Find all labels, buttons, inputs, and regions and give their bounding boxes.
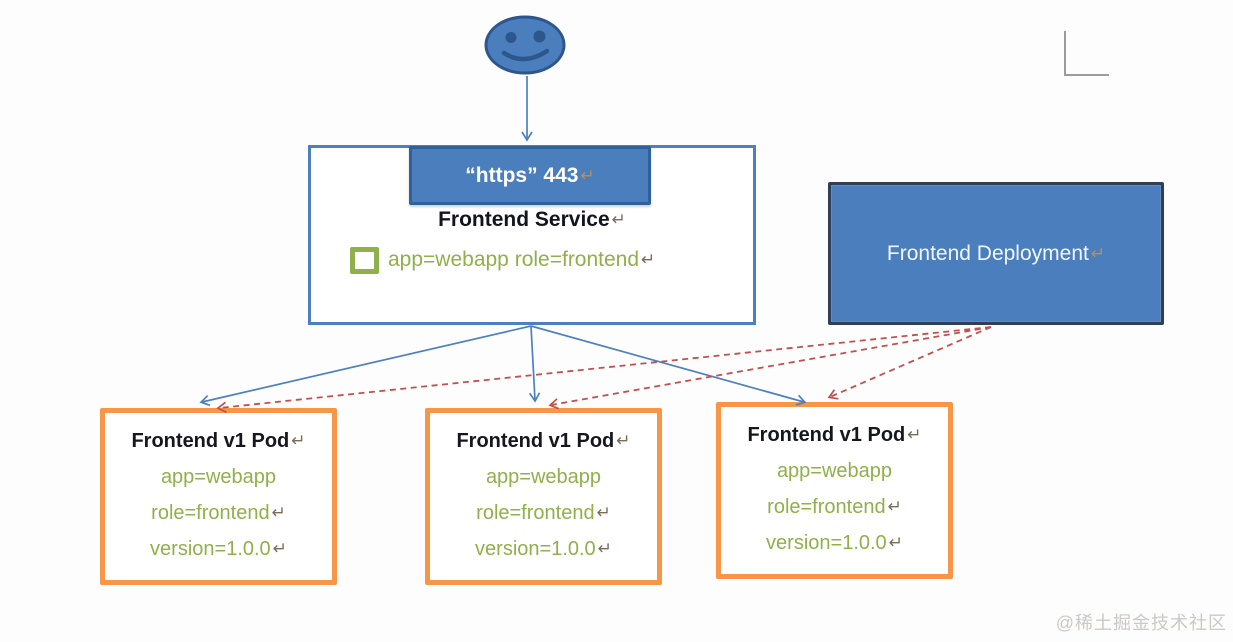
paragraph-mark: ↵ [616,431,631,450]
paragraph-mark: ↵ [1090,243,1106,263]
deployment-to-pod1-arrow [216,326,992,414]
pod-label-text: version=1.0.0 [475,538,596,560]
pod-title: Frontend v1 Pod↵ [105,430,332,453]
deployment-to-pod2-arrow [548,326,992,410]
service-selector-row: app=webapp role=frontend↵ [350,245,792,275]
paragraph-mark: ↵ [907,425,922,444]
paragraph-mark: ↵ [291,431,306,450]
pod-box-2: Frontend v1 Pod↵ app=webapp role=fronten… [425,408,662,585]
paragraph-mark: ↵ [887,497,902,516]
pod-title: Frontend v1 Pod↵ [430,430,657,453]
pod-label-text: app=webapp [776,460,893,482]
paragraph-mark: ↵ [272,539,287,558]
pod-box-3: Frontend v1 Pod↵ app=webapp role=fronten… [716,402,953,579]
paragraph-mark: ↵ [641,250,656,269]
pod-box-1: Frontend v1 Pod↵ app=webapp role=fronten… [100,408,337,585]
service-to-pod3-arrow [530,325,807,406]
pod-label-role: role=frontend↵ [721,496,948,519]
paragraph-mark: ↵ [271,503,286,522]
frontend-service-box: “https” 443↵ Frontend Service↵ app=webap… [308,145,756,325]
paragraph-mark: ↵ [611,210,626,229]
service-to-pod1-arrow [199,325,532,407]
pod-label-version: version=1.0.0↵ [721,532,948,555]
pod-label-role: role=frontend↵ [105,502,332,525]
service-port-label: “https” 443↵ [409,146,651,205]
service-to-pod2-arrow [528,325,541,403]
paragraph-mark: ↵ [596,503,611,522]
pod-label-app: app=webapp [430,466,657,489]
pod-label-app: app=webapp [721,460,948,483]
frontend-deployment-box: Frontend Deployment↵ [828,182,1164,325]
pod-label-text: app=webapp [160,466,277,488]
pod-label-version: version=1.0.0↵ [105,538,332,561]
pod-label-text: version=1.0.0 [150,538,271,560]
pod-title: Frontend v1 Pod↵ [721,424,948,447]
pod-label-text: role=frontend [767,496,886,518]
pod-label-text: version=1.0.0 [766,532,887,554]
pod-label-text: role=frontend [476,502,595,524]
pod-label-version: version=1.0.0↵ [430,538,657,561]
watermark: @稀土掘金技术社区 [1055,613,1227,633]
user-smiley-icon [484,15,566,75]
page-corner-mark [1064,31,1109,76]
paragraph-mark: ↵ [597,539,612,558]
pod-title-text: Frontend v1 Pod [747,424,906,446]
deployment-title-text: Frontend Deployment [886,241,1089,265]
pod-label-app: app=webapp [105,466,332,489]
pod-title-text: Frontend v1 Pod [456,430,615,452]
selector-square-icon [350,246,379,274]
paragraph-mark: ↵ [888,533,903,552]
service-selector-text: app=webapp role=frontend [388,248,640,271]
pod-label-role: role=frontend↵ [430,502,657,525]
pod-label-text: app=webapp [485,466,602,488]
service-port-text: “https” 443 [465,163,579,187]
pod-label-text: role=frontend [151,502,270,524]
service-title-text: Frontend Service [438,208,610,231]
service-title: Frontend Service↵ [311,208,753,232]
paragraph-mark: ↵ [580,165,595,185]
deployment-to-pod3-arrow [827,326,992,400]
pod-title-text: Frontend v1 Pod [131,430,290,452]
